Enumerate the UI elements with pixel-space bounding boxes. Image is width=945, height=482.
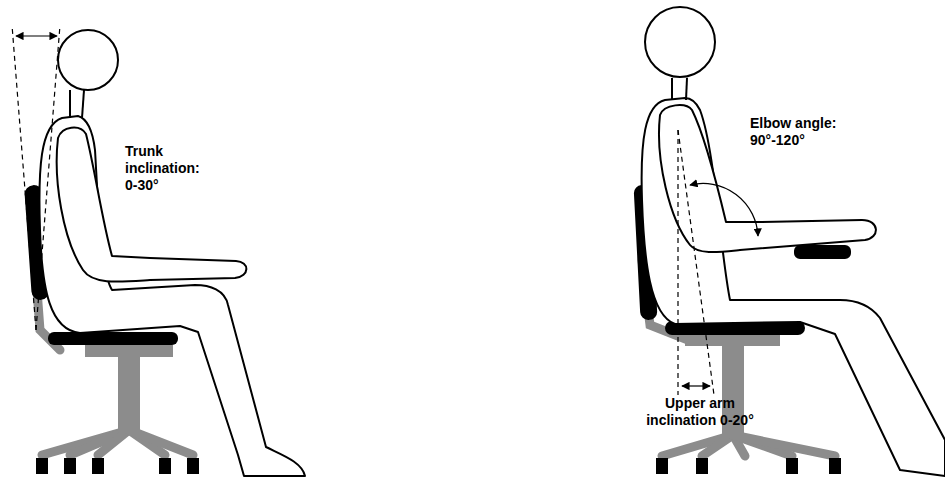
angle-arrow xyxy=(16,35,57,36)
chair-foot xyxy=(64,458,76,474)
upper-arm-axis xyxy=(678,130,714,395)
elbow-angle-arc xyxy=(690,183,758,236)
arm-angle-guides xyxy=(678,130,758,395)
chair-leg xyxy=(42,430,129,455)
chair-foot xyxy=(92,458,104,474)
chair-leg xyxy=(98,430,129,455)
angle-label: Trunk inclination: 0-30° xyxy=(125,143,205,194)
seated-person xyxy=(39,30,305,476)
chair-foot xyxy=(656,458,668,474)
neck xyxy=(82,90,84,118)
chair-leg xyxy=(662,435,733,456)
angle-label: Upper arm inclination 0-20° xyxy=(640,395,760,429)
chair-foot xyxy=(36,458,48,474)
chair-foot xyxy=(786,458,798,474)
neck xyxy=(686,78,687,100)
vertical-reference xyxy=(677,130,678,395)
angle-arrow xyxy=(682,385,710,386)
neck xyxy=(69,90,71,118)
chair-leg xyxy=(129,430,193,455)
chair-foot xyxy=(187,458,199,474)
chair-foot xyxy=(696,458,708,474)
chair-leg xyxy=(733,435,835,456)
vertical-reference xyxy=(12,25,36,330)
chair-foot xyxy=(159,458,171,474)
chair-leg xyxy=(702,435,733,456)
chair-feet xyxy=(36,458,199,474)
neck xyxy=(671,78,673,100)
head xyxy=(58,30,118,90)
head xyxy=(645,7,715,77)
arm xyxy=(57,128,247,282)
trunk-angle-guides xyxy=(12,25,60,330)
armrest xyxy=(795,246,850,258)
trunk-axis xyxy=(36,25,60,330)
chair-leg xyxy=(70,430,129,455)
seat-mount xyxy=(685,334,780,346)
angle-label: Elbow angle: 90°-120° xyxy=(750,115,850,149)
chair-foot xyxy=(829,458,841,474)
body-outline xyxy=(39,116,305,476)
chair-feet xyxy=(656,458,841,474)
seat-mount xyxy=(85,345,173,357)
seat xyxy=(48,332,178,345)
